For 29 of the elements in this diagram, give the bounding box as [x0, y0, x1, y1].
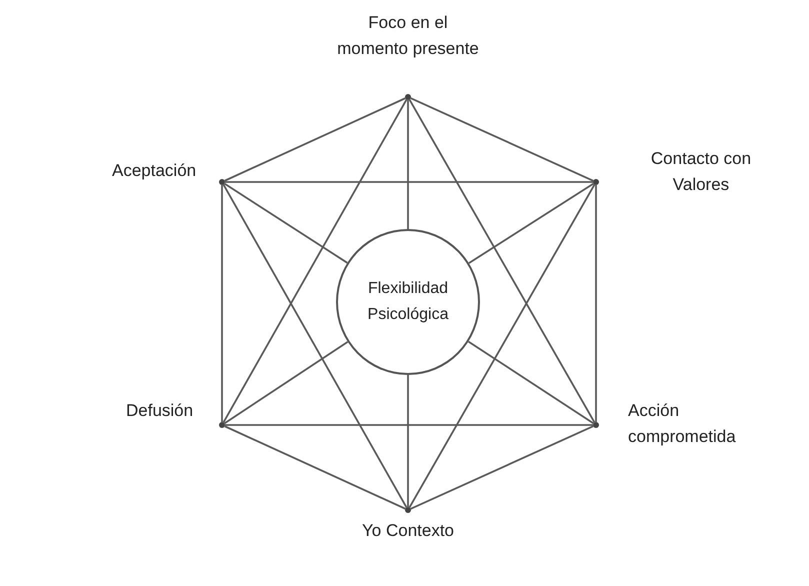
connector-line	[225, 424, 593, 426]
connector-line	[222, 99, 408, 423]
vertex-point	[405, 507, 411, 513]
connector-line	[595, 185, 597, 422]
connector-line	[468, 182, 594, 264]
vertex-label: Contacto con Valores	[650, 148, 752, 196]
center-text: Flexibilidad Psicológica	[366, 279, 450, 325]
vertex-label: Defusión	[126, 400, 194, 422]
connector-line	[407, 375, 409, 507]
connector-line	[410, 97, 594, 182]
connector-line	[410, 425, 594, 510]
vertex-label: Aceptación	[112, 160, 198, 182]
connector-line	[408, 99, 596, 423]
vertex-point	[593, 422, 599, 428]
vertex-label: Yo Contexto	[361, 520, 455, 542]
connector-line	[407, 100, 409, 229]
connector-line	[224, 425, 406, 510]
vertex-point	[219, 179, 225, 185]
connector-line	[224, 97, 406, 182]
vertex-point	[219, 422, 225, 428]
connector-line	[222, 184, 408, 508]
connector-line	[225, 181, 593, 183]
vertex-point	[593, 179, 599, 185]
connector-line	[224, 341, 348, 424]
connector-line	[408, 184, 596, 508]
vertex-point	[405, 94, 411, 100]
vertex-label: Acción comprometida	[628, 400, 737, 448]
connector-line	[221, 185, 223, 422]
vertex-label: Foco en el momento presente	[336, 12, 480, 60]
